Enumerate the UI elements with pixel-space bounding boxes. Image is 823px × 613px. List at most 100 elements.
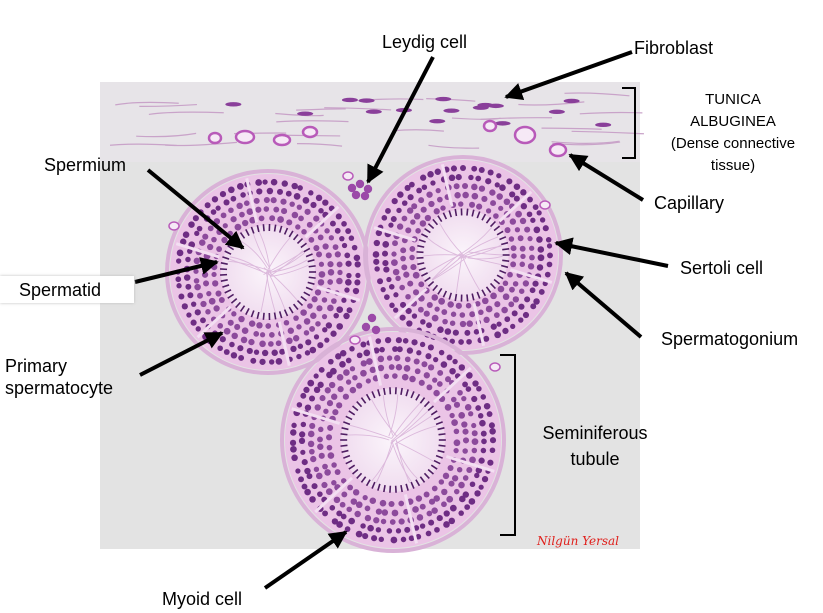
tunica-label-line2: ALBUGINEA [690,113,776,130]
germ-cell-nucleus [475,467,483,474]
germ-cell-nucleus [317,342,324,349]
sperm-tail [395,440,410,483]
spermatid-head [383,485,386,493]
germ-cell-nucleus [428,519,435,526]
germ-cell-nucleus [263,196,270,204]
spermatid-head [352,405,359,412]
germ-cell-nucleus [391,259,398,266]
germ-cell-nucleus [403,271,410,278]
spermatid-head [288,306,294,314]
germ-cell-nucleus [508,236,515,242]
germ-cell-nucleus [471,165,478,172]
germ-cell-nucleus [310,312,317,320]
germ-cell-nucleus [315,321,321,327]
germ-cell-nucleus [337,269,343,276]
germ-cell-nucleus [471,192,479,200]
collagen-fiber [324,107,392,111]
germ-cell-nucleus [382,259,389,267]
sperm-tail [371,399,398,438]
germ-cell-nucleus [409,254,415,261]
sertoli-cell-column [196,305,232,339]
germ-cell-nucleus [308,236,315,243]
germ-cell-nucleus [355,530,363,538]
germ-cell-nucleus [366,358,373,365]
interstitial-capillary [489,362,501,372]
spermatid-head [448,292,453,300]
germ-cell-nucleus [496,321,502,327]
germ-cell-nucleus [438,479,445,485]
seminiferous-tubule [363,155,563,355]
germ-cell-nucleus [417,306,424,313]
germ-cell-nucleus [457,389,463,396]
collagen-fiber [276,120,349,123]
germ-cell-nucleus [331,462,337,468]
spermatid-head [235,301,242,309]
germ-cell-nucleus [217,345,223,352]
germ-cell-nucleus [428,498,436,505]
spermatid-head [341,449,349,453]
germ-cell-nucleus [194,309,201,316]
fibroblast-nucleus [494,121,511,126]
germ-cell-nucleus [449,320,456,326]
germ-cell-nucleus [313,215,320,222]
spermatid-head [418,238,426,243]
germ-cell-nucleus [407,280,414,287]
germ-cell-nucleus [364,505,371,512]
tunica-fibers [109,92,644,158]
germ-cell-nucleus [389,302,395,309]
germ-cell-nucleus [230,195,237,202]
spermatid-head [365,393,371,401]
germ-cell-nucleus [471,447,478,454]
germ-cell-nucleus [461,421,468,428]
germ-cell-nucleus [380,518,387,525]
myoid-cell-label: Myoid cell [162,589,243,609]
germ-cell-nucleus [246,347,253,355]
germ-cell-nucleus [336,510,343,517]
germ-cell-nucleus [441,488,448,496]
capillary-label: Capillary [654,193,725,213]
sperm-tail [462,255,502,266]
germ-cell-nucleus [442,318,448,325]
germ-cell-nucleus [462,191,469,199]
germ-cell-nucleus [527,263,535,270]
spermatid-head [427,223,435,230]
spermatid-head [360,397,367,404]
germ-cell-nucleus [438,297,446,305]
germ-cell-nucleus [459,164,467,172]
germ-cell-nucleus [382,240,390,248]
spermatid-label-box [0,276,134,303]
germ-cell-nucleus [176,249,184,257]
germ-cell-nucleus [489,428,496,435]
germ-cell-nucleus [536,236,543,243]
germ-cell-nucleus [375,508,383,515]
germ-cell-nucleus [333,312,339,319]
sperm-tail [455,258,462,295]
germ-cell-nucleus [453,183,460,190]
spermatid-head [454,293,458,302]
spermatid-head [273,312,277,320]
spermatid-head [499,269,507,274]
germ-cell-nucleus [327,279,334,285]
germ-cell-nucleus [383,266,390,273]
germ-cell-nucleus [394,354,401,362]
germ-cell-nucleus [466,372,473,379]
spermatid-head [283,227,289,235]
germ-cell-nucleus [436,196,443,203]
germ-cell-nucleus [487,459,494,466]
spermatid-head [433,415,441,421]
sperm-tail [395,441,434,462]
germ-cell-nucleus [341,297,347,303]
germ-cell-nucleus [423,372,430,379]
germ-cell-nucleus [304,404,312,411]
germ-cell-nucleus [377,278,384,285]
germ-cell-nucleus [300,421,307,428]
germ-cell-nucleus [354,510,361,518]
tunica-label-line3: (Dense connective [670,135,796,152]
sertoli-cell-column [314,476,354,514]
germ-cell-nucleus [488,422,495,429]
germ-cell-nucleus [329,505,336,511]
germ-cell-nucleus [207,243,214,251]
germ-cell-nucleus [363,349,371,357]
collagen-fiber [579,111,643,115]
